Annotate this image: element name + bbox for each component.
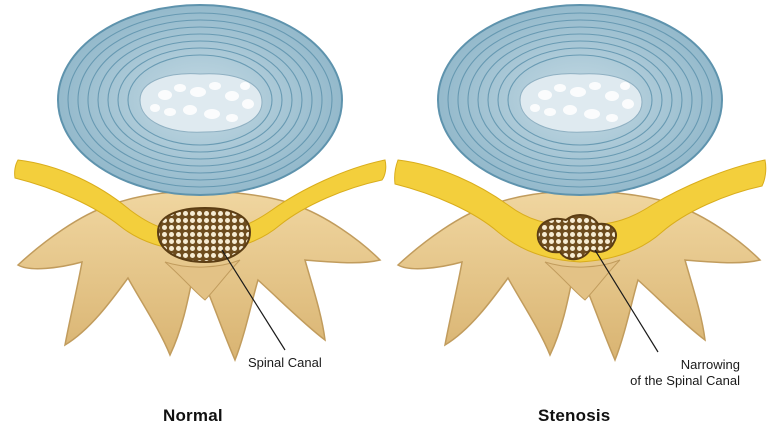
stenosis-vertebra xyxy=(394,4,767,362)
stenosis-caption: Stenosis xyxy=(538,406,611,425)
normal-callout-line-1: Spinal Canal xyxy=(248,355,322,370)
normal-caption: Normal xyxy=(163,406,223,425)
normal-vertebra xyxy=(14,4,387,362)
stenosis-callout-line-2: of the Spinal Canal xyxy=(630,373,740,388)
normal-callout-label: Spinal Canal xyxy=(248,355,322,371)
normal-spinal-canal xyxy=(156,206,252,264)
stenosis-callout-line xyxy=(594,249,659,353)
stenosis-spinal-canal xyxy=(536,214,617,261)
stenosis-callout-line-1: Narrowing xyxy=(680,357,740,372)
stenosis-callout-label: Narrowing of the Spinal Canal xyxy=(600,357,740,389)
stenosis-disc-rings xyxy=(447,12,713,188)
stenosis-nucleus-blobs xyxy=(530,82,634,122)
stenosis-lamina xyxy=(544,259,621,301)
normal-callout-line xyxy=(221,249,286,351)
normal-lamina xyxy=(164,259,241,301)
normal-disc-rings xyxy=(67,12,333,188)
normal-nucleus-blobs xyxy=(150,82,254,122)
